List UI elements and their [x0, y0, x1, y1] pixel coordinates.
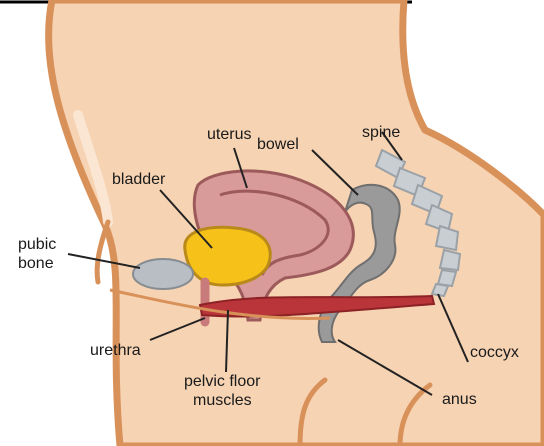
label-pubic-line1: pubic — [18, 236, 56, 253]
label-pelvic-floor-line2: muscles — [193, 392, 252, 409]
label-pelvic-floor-line1: pelvic floor — [184, 373, 261, 390]
label-coccyx: coccyx — [470, 344, 519, 361]
label-uterus: uterus — [207, 126, 251, 143]
label-bowel: bowel — [257, 136, 299, 153]
label-urethra: urethra — [90, 342, 141, 359]
label-anus: anus — [442, 391, 477, 408]
pubic-bone — [133, 259, 193, 289]
label-bladder: bladder — [112, 171, 166, 188]
bladder — [185, 227, 270, 285]
label-pubic-line2: bone — [18, 255, 54, 272]
thigh-crease — [97, 222, 108, 282]
label-spine: spine — [362, 124, 400, 141]
